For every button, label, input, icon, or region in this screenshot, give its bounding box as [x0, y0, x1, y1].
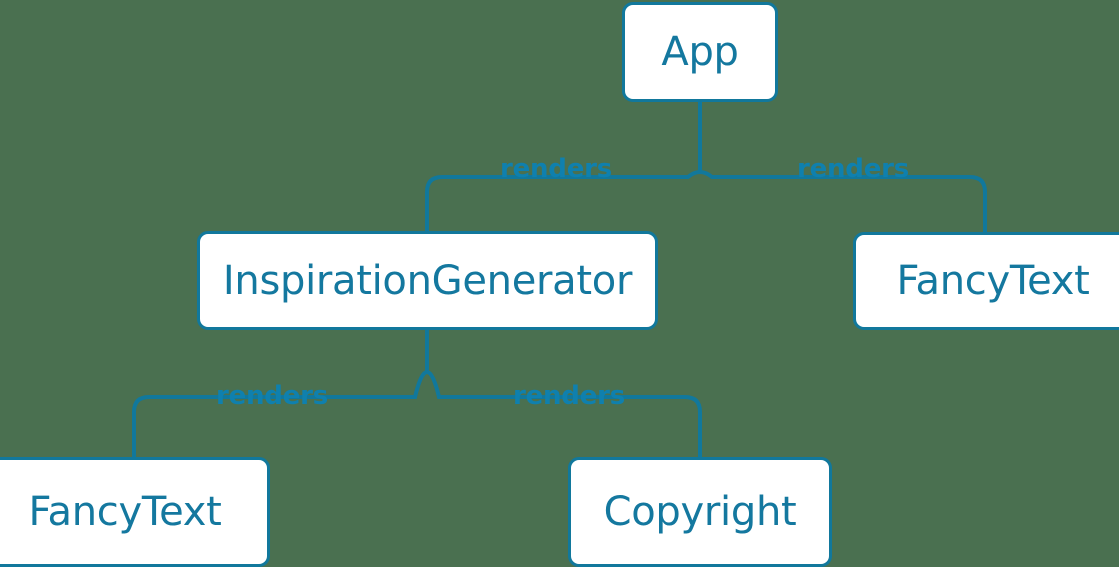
node-inspirationgenerator-label: InspirationGenerator — [222, 257, 633, 304]
edge-label-inspgen-copyright: renders — [512, 381, 626, 411]
edge-app-to-inspgen — [425, 170, 701, 231]
node-app[interactable]: App — [622, 2, 778, 102]
node-copyright-label: Copyright — [603, 489, 797, 535]
node-fancytext-right-label: FancyText — [896, 258, 1090, 304]
node-fancytext-left-label: FancyText — [28, 489, 222, 535]
node-fancytext-right[interactable]: FancyText — [853, 232, 1119, 330]
edge-label-app-inspgen: renders — [499, 154, 613, 184]
edge-label-app-fancytext-right: renders — [796, 154, 910, 184]
edge-label-inspgen-fancytext-left: renders — [215, 381, 329, 411]
node-inspirationgenerator[interactable]: InspirationGenerator — [197, 231, 658, 330]
node-app-label: App — [661, 29, 739, 75]
node-fancytext-left[interactable]: FancyText — [0, 457, 270, 567]
edge-app-to-fancytext-right — [699, 170, 987, 232]
edge-inspgen-to-fancytext-left — [132, 370, 428, 457]
edge-inspgen-to-copyright — [426, 370, 702, 457]
node-copyright[interactable]: Copyright — [568, 457, 832, 567]
